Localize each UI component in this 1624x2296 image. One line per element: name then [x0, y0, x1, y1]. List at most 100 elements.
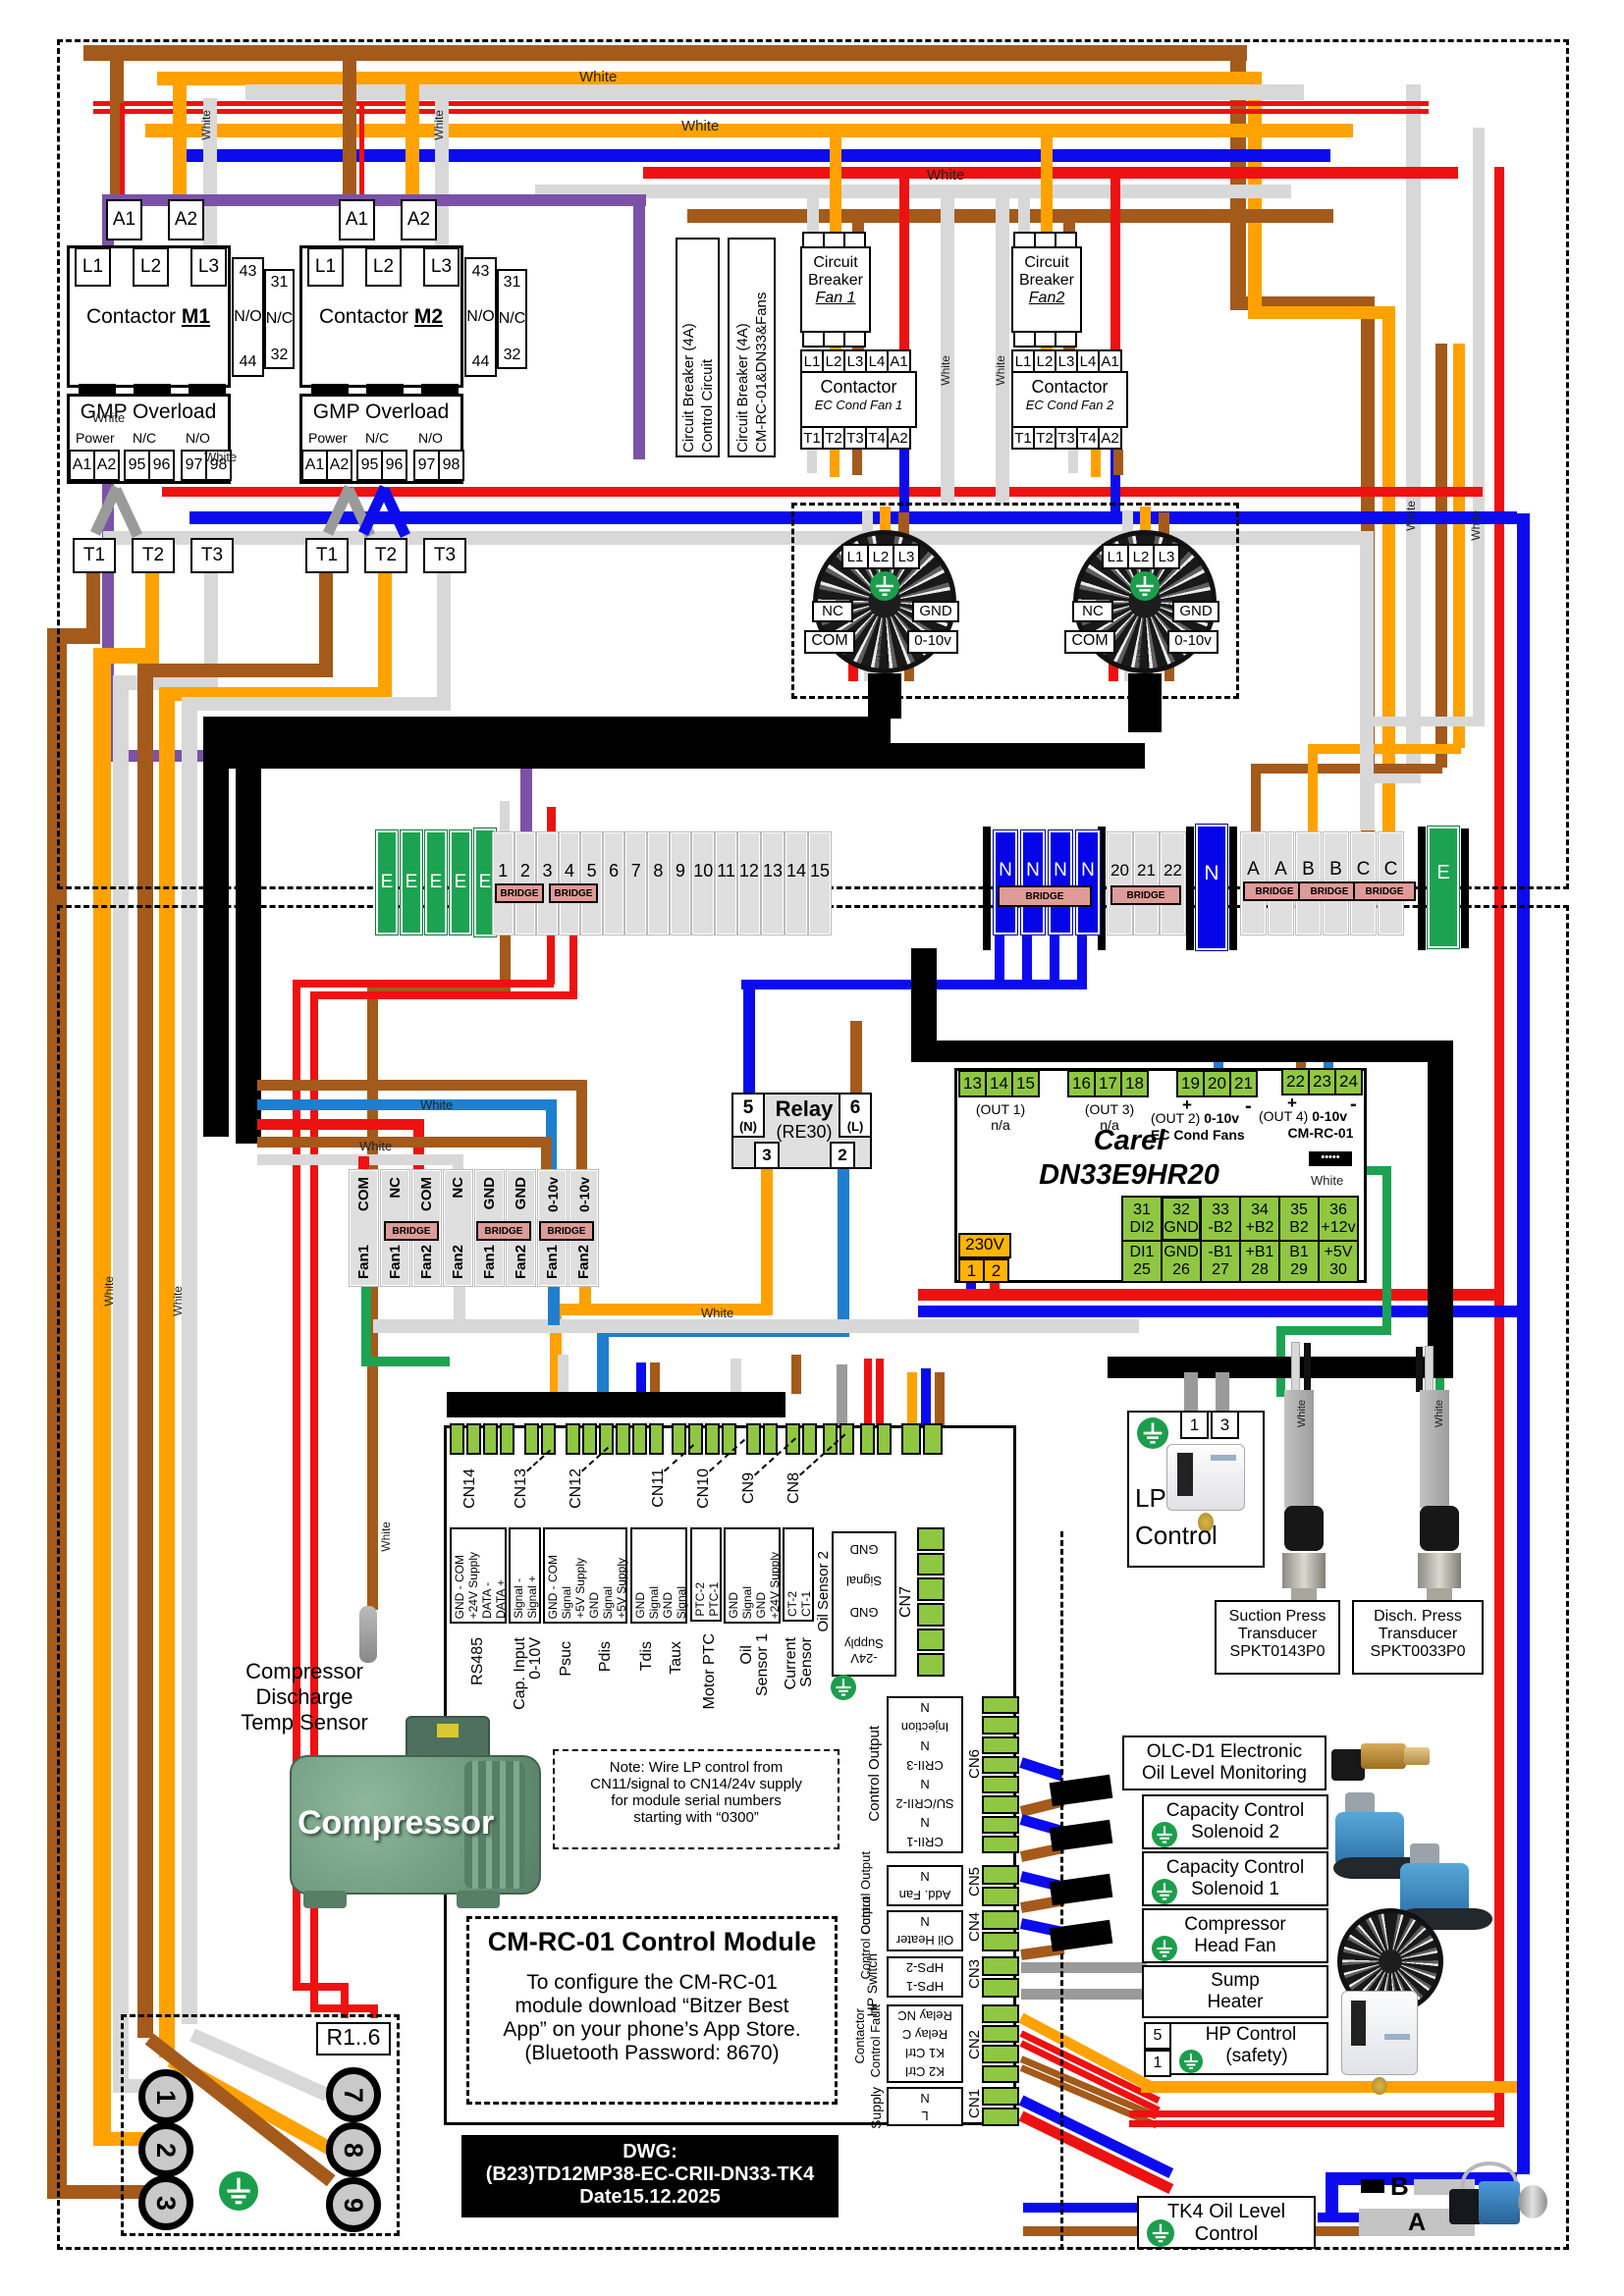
carel-terminal[interactable]: 23 — [1308, 1068, 1336, 1095]
terminal[interactable]: 15 — [808, 831, 833, 935]
terminal-n[interactable]: N — [993, 829, 1018, 935]
terminal[interactable]: A1 — [69, 450, 95, 481]
terminal-n-main[interactable]: N — [1195, 824, 1228, 951]
terminal-t1[interactable]: T1 — [305, 538, 349, 573]
terminal[interactable]: 12 — [736, 831, 761, 935]
carel-terminal[interactable]: 14 — [985, 1070, 1013, 1097]
terminal-a2[interactable]: A2 — [401, 199, 437, 240]
contactor-m1[interactable]: L1 L2 L3 Contactor M1 — [67, 245, 231, 388]
cn7-top-connector[interactable] — [901, 1423, 943, 1455]
contactor-ec-fan1[interactable]: Contactor EC Cond Fan 1 — [800, 371, 917, 428]
terminal-t2[interactable]: T2 — [132, 538, 175, 573]
carel-terminal[interactable]: 13 — [958, 1070, 987, 1097]
terminal[interactable]: 96 — [381, 450, 407, 481]
contactor-ec-fan2[interactable]: Contactor EC Cond Fan 2 — [1011, 371, 1128, 428]
terminal[interactable]: 98 — [205, 450, 232, 481]
carel-terminal[interactable]: 22 — [1281, 1068, 1310, 1095]
terminal-e[interactable]: E — [400, 829, 423, 935]
terminal[interactable]: 7 — [624, 831, 648, 935]
cn2-connector[interactable] — [982, 2004, 1019, 2083]
cn4-connector[interactable] — [982, 1910, 1019, 1951]
terminal[interactable]: A2 — [326, 450, 352, 481]
lp-terminal-3[interactable]: 3 — [1211, 1411, 1239, 1439]
terminal-a2[interactable]: A2 — [168, 199, 204, 240]
terminal-t3[interactable]: T3 — [190, 538, 234, 573]
hp-terminal-1[interactable]: 1 — [1144, 2050, 1171, 2077]
terminal[interactable]: 95 — [356, 450, 383, 481]
terminal[interactable]: 20 — [1107, 831, 1133, 935]
cn1-connector[interactable] — [982, 2087, 1019, 2126]
cn5-connector[interactable] — [982, 1865, 1019, 1906]
carel-terminal[interactable]: 21 — [1229, 1070, 1258, 1097]
cn13-connector[interactable] — [524, 1423, 556, 1455]
terminal[interactable]: 13 — [760, 831, 785, 935]
relay-terminal-2[interactable]: 2 — [138, 2122, 193, 2177]
terminal[interactable]: 8 — [647, 831, 670, 935]
relay-terminal-7[interactable]: 7 — [326, 2067, 381, 2122]
terminal[interactable]: 21 — [1133, 831, 1160, 935]
carel-terminal[interactable]: 20 — [1203, 1070, 1231, 1097]
cn10-connector[interactable] — [746, 1423, 778, 1455]
cn3-connector[interactable] — [982, 1956, 1019, 1998]
terminal[interactable]: 97 — [181, 450, 207, 481]
hp-terminal-5[interactable]: 5 — [1144, 2022, 1171, 2050]
relay-re30[interactable]: 5(N) Relay(RE30) 6(L) 3 2 — [731, 1093, 872, 1169]
terminal[interactable]: 2 — [983, 1258, 1009, 1283]
cn8-connector[interactable] — [860, 1423, 892, 1455]
cn7-connector[interactable] — [917, 1527, 945, 1678]
terminal-n[interactable]: N — [1020, 829, 1046, 935]
circuit-breaker-control[interactable]: Circuit Breaker (4A) Control Circuit — [676, 238, 720, 457]
terminal-l2[interactable]: L2 — [365, 247, 402, 287]
carel-terminal[interactable]: 19 — [1176, 1070, 1205, 1097]
carel-terminal[interactable]: 18 — [1120, 1070, 1149, 1097]
terminal-e[interactable]: E — [449, 829, 472, 935]
terminal-t2[interactable]: T2 — [364, 538, 407, 573]
circuit-breaker-cmrc[interactable]: Circuit Breaker (4A) CM-RC-01&DN33&Fans — [728, 238, 776, 457]
dip-switch[interactable]: ••••• — [1309, 1151, 1352, 1166]
terminal-t3[interactable]: T3 — [423, 538, 466, 573]
lp-terminal-1[interactable]: 1 — [1180, 1411, 1209, 1439]
contactor-m2[interactable]: L1 L2 L3 Contactor M2 — [299, 245, 463, 388]
terminal[interactable]: 11 — [715, 831, 737, 935]
terminal-l1[interactable]: L1 — [307, 247, 344, 287]
relay-terminal-8[interactable]: 8 — [326, 2122, 381, 2177]
terminal[interactable]: 9 — [669, 831, 692, 935]
terminal[interactable]: 96 — [148, 450, 175, 481]
terminal[interactable]: 98 — [438, 450, 464, 481]
relay-terminal-3[interactable]: 3 — [138, 2175, 193, 2230]
terminal-n[interactable]: N — [1075, 829, 1101, 935]
terminal[interactable]: 14 — [784, 831, 809, 935]
terminal[interactable]: 22 — [1160, 831, 1186, 935]
terminal[interactable]: 95 — [124, 450, 150, 481]
cn9-connector[interactable] — [785, 1423, 854, 1455]
cn14-connector[interactable] — [450, 1423, 514, 1455]
terminal-e[interactable]: E — [424, 829, 448, 935]
relay-terminal-1[interactable]: 1 — [138, 2069, 193, 2124]
terminal[interactable]: 10 — [691, 831, 716, 935]
terminal-e-main[interactable]: E — [1427, 826, 1460, 949]
cn11-connector[interactable] — [672, 1423, 736, 1455]
terminal[interactable]: 1 — [958, 1258, 985, 1283]
terminal-t1[interactable]: T1 — [73, 538, 116, 573]
terminal[interactable]: 6 — [602, 831, 625, 935]
terminal-l1[interactable]: L1 — [75, 247, 111, 287]
terminal-l2[interactable]: L2 — [133, 247, 169, 287]
carel-terminal[interactable]: 24 — [1334, 1068, 1363, 1095]
cn6-connector[interactable] — [982, 1696, 1019, 1853]
terminal-l3[interactable]: L3 — [423, 247, 460, 287]
relay-terminal-9[interactable]: 9 — [326, 2177, 381, 2232]
terminal-l3[interactable]: L3 — [190, 247, 227, 287]
terminal[interactable]: A2 — [93, 450, 120, 481]
terminal-e[interactable]: E — [375, 829, 399, 935]
terminal-a1[interactable]: A1 — [106, 199, 142, 240]
lp-control[interactable]: 1 3 LP Control — [1127, 1411, 1265, 1568]
terminal-a1[interactable]: A1 — [339, 199, 375, 240]
terminal[interactable]: 97 — [413, 450, 440, 481]
terminal[interactable]: A1 — [301, 450, 328, 481]
carel-terminal[interactable]: 16 — [1067, 1070, 1096, 1097]
carel-terminal[interactable]: 17 — [1094, 1070, 1122, 1097]
cn12-connector[interactable] — [566, 1423, 664, 1455]
carel-terminal[interactable]: 15 — [1011, 1070, 1040, 1097]
